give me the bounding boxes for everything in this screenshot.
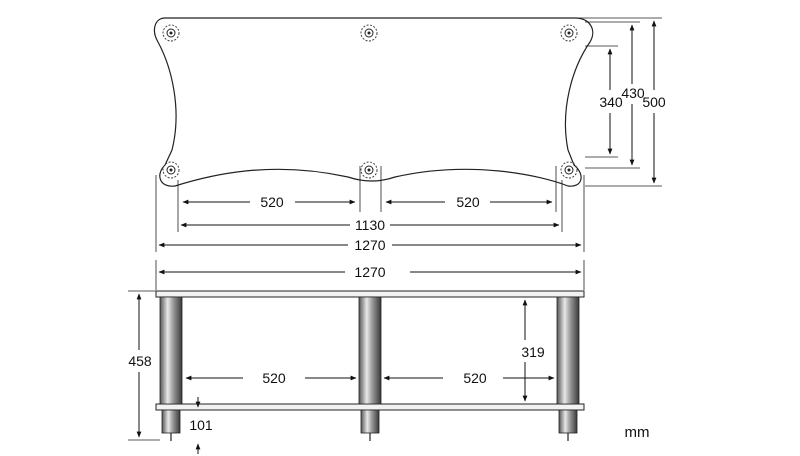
pole-center [358,296,382,405]
post-marker [360,161,378,179]
dim-top-right-span: 520 [456,194,480,210]
pole-right [556,296,580,405]
dim-front-shelf-gap: 319 [521,344,545,360]
extension-lines [155,17,662,252]
dim-top-inner-depth: 430 [621,85,645,101]
bottom-shelf [155,403,585,411]
top-shelf-outline [153,17,594,187]
dim-top-inner-width: 1130 [355,217,385,233]
dim-front-right-span: 520 [463,370,487,386]
foot-right [558,409,578,434]
dim-front-overall-width: 1270 [354,264,385,280]
units-label: mm [625,424,650,441]
dim-top-left-span: 520 [260,194,284,210]
front-view: 1270 458 319 520 520 [128,260,585,454]
dim-top-outer-depth: 500 [642,94,666,110]
dim-top-post-depth: 340 [599,94,623,110]
dim-front-foot-height: 101 [189,417,213,433]
post-marker [162,161,180,179]
dim-front-total-height: 458 [128,353,152,369]
foot-left [161,409,181,434]
dim-top-outer-width: 1270 [354,237,385,253]
pole-left [159,296,183,405]
foot-center [360,409,380,434]
top-view: 520 520 1130 1270 340 430 500 [153,17,666,253]
post-marker [162,24,180,42]
post-marker [560,24,578,42]
post-marker [560,161,578,179]
post-marker [360,24,378,42]
dim-front-left-span: 520 [262,370,286,386]
top-shelf [155,290,585,298]
